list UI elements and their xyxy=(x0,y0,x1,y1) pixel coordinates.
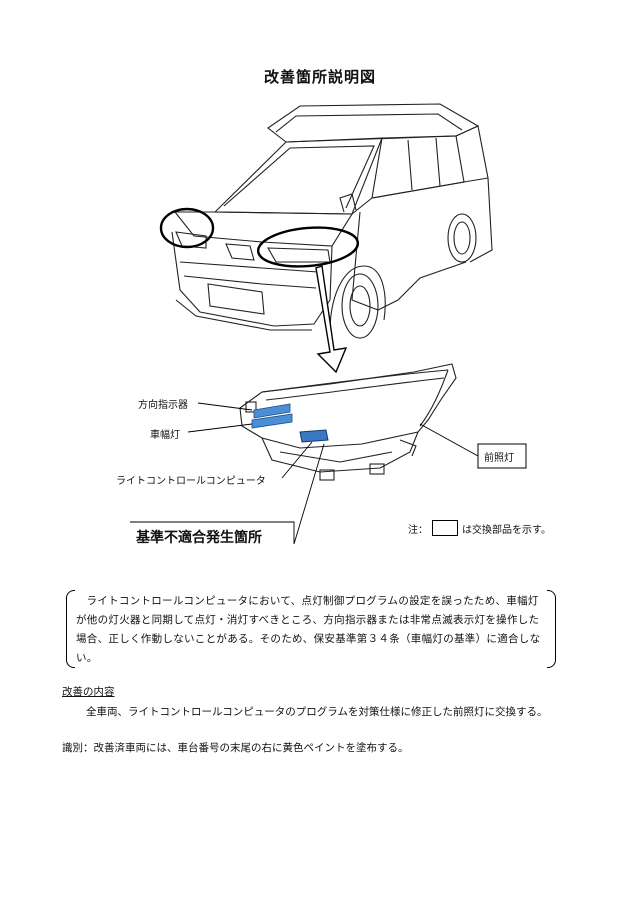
legend-suffix: は交換部品を示す。 xyxy=(462,525,551,536)
turn-signal-leader xyxy=(197,402,253,411)
identification-note: 識別：改善済車両には、車台番号の末尾の右に黄色ペイントを塗布する。 xyxy=(62,742,409,754)
turn-signal-highlight xyxy=(253,403,291,419)
legend-prefix: 注： xyxy=(408,525,428,536)
remedy-heading: 改善の内容 xyxy=(62,686,115,698)
zoom-arrow xyxy=(315,265,348,374)
notice-bracket-right xyxy=(547,590,556,668)
notice-bracket-left xyxy=(66,590,75,668)
turn-signal-label: 方向指示器 xyxy=(138,400,188,411)
legend-swatch xyxy=(432,520,458,536)
headlamp-label: 前照灯 xyxy=(484,453,514,464)
page-title: 改善箇所説明図 xyxy=(263,68,376,86)
headlamp-leader xyxy=(419,423,479,457)
headlamp-assembly xyxy=(239,363,457,481)
defect-notice: ライトコントロールコンピュータにおいて、点灯制御プログラムの設定を誤ったため、車… xyxy=(66,590,556,668)
computer-highlight xyxy=(299,429,329,443)
width-lamp-highlight xyxy=(251,413,293,429)
nonconformity-location-label: 基準不適合発生箇所 xyxy=(136,530,262,546)
nonconformity-leader xyxy=(130,443,325,545)
computer-leader xyxy=(281,441,313,479)
vehicle-front-view xyxy=(171,103,493,339)
width-lamp-label: 車幅灯 xyxy=(150,430,180,441)
vehicle-illustration xyxy=(130,103,527,545)
remedy-body: 全車両、ライトコントロールコンピュータのプログラムを対策仕様に修正した前照灯に交… xyxy=(86,706,548,718)
light-control-computer-label: ライトコントロールコンピュータ xyxy=(116,476,266,487)
notice-text: ライトコントロールコンピュータにおいて、点灯制御プログラムの設定を誤ったため、車… xyxy=(76,595,541,664)
right-lamp-ellipse xyxy=(256,226,360,268)
width-lamp-leader xyxy=(187,423,253,433)
headlamp-label-box xyxy=(477,443,527,469)
left-lamp-circle xyxy=(159,207,215,249)
